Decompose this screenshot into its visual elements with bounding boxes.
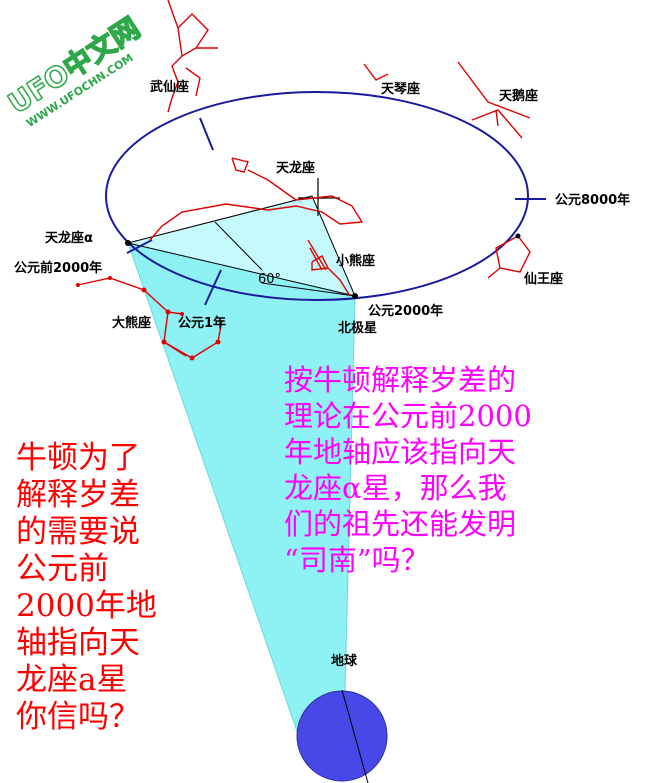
label-ad8000: 公元8000年 xyxy=(555,192,630,208)
label-ursa-major: 大熊座 xyxy=(112,315,151,331)
constellation-lines xyxy=(77,0,531,359)
constellation-stars xyxy=(76,276,221,361)
label-ad1: 公元1年 xyxy=(178,315,226,331)
left-line-6: 龙座a星 xyxy=(16,662,127,698)
marker-stars xyxy=(125,233,521,299)
label-draco: 天龙座 xyxy=(276,160,315,176)
label-cygnus: 天鹅座 xyxy=(499,88,538,104)
earth-globe xyxy=(296,690,388,782)
left-line-1: 解释岁差 xyxy=(16,477,140,513)
label-ad2000: 公元2000年 xyxy=(368,303,443,319)
label-earth: 地球 xyxy=(331,653,358,669)
left-line-2: 的需要说 xyxy=(16,514,140,550)
right-line-2: 年地轴应该指向天 xyxy=(284,435,516,469)
left-line-3: 公元前 xyxy=(16,551,109,587)
precession-circle xyxy=(105,91,529,301)
left-line-0: 牛顿为了 xyxy=(16,440,140,476)
label-bc2000: 公元前2000年 xyxy=(14,260,102,276)
angle-line-2 xyxy=(261,282,356,297)
left-line-7: 你信吗？ xyxy=(16,699,140,735)
label-ursa-minor: 小熊座 xyxy=(336,253,375,269)
label-polaris: 北极星 xyxy=(338,320,377,336)
left-question-text: 牛顿为了 解释岁差 的需要说 公元前 2000年地 轴指向天 龙座a星 你信吗？ xyxy=(16,440,157,735)
label-hercules: 武仙座 xyxy=(150,79,189,95)
right-question-text: 按牛顿解释岁差的 理论在公元前2000 年地轴应该指向天 龙座α星，那么我 们的… xyxy=(284,363,532,577)
watermark-logo: UFO中文网 WWW.UFOCHN.COM xyxy=(1,10,146,130)
label-angle: 60° xyxy=(258,272,281,287)
angle-line xyxy=(214,221,263,271)
right-line-1: 理论在公元前2000 xyxy=(284,399,532,433)
right-line-4: 们的祖先还能发明 xyxy=(284,507,516,541)
label-alpha-draconis: 天龙座α xyxy=(45,230,93,246)
left-line-5: 轴指向天 xyxy=(16,625,140,661)
label-lyra: 天琴座 xyxy=(381,81,420,97)
right-line-5: “司南”吗？ xyxy=(284,543,430,577)
precession-cone-top xyxy=(127,195,356,297)
epoch-ticks xyxy=(126,117,546,306)
left-line-4: 2000年地 xyxy=(16,588,157,624)
label-cepheus: 仙王座 xyxy=(524,271,563,287)
right-line-0: 按牛顿解释岁差的 xyxy=(284,363,516,397)
right-line-3: 龙座α星，那么我 xyxy=(284,471,507,505)
earth-axis xyxy=(341,689,369,783)
hercules-lines xyxy=(167,0,209,113)
